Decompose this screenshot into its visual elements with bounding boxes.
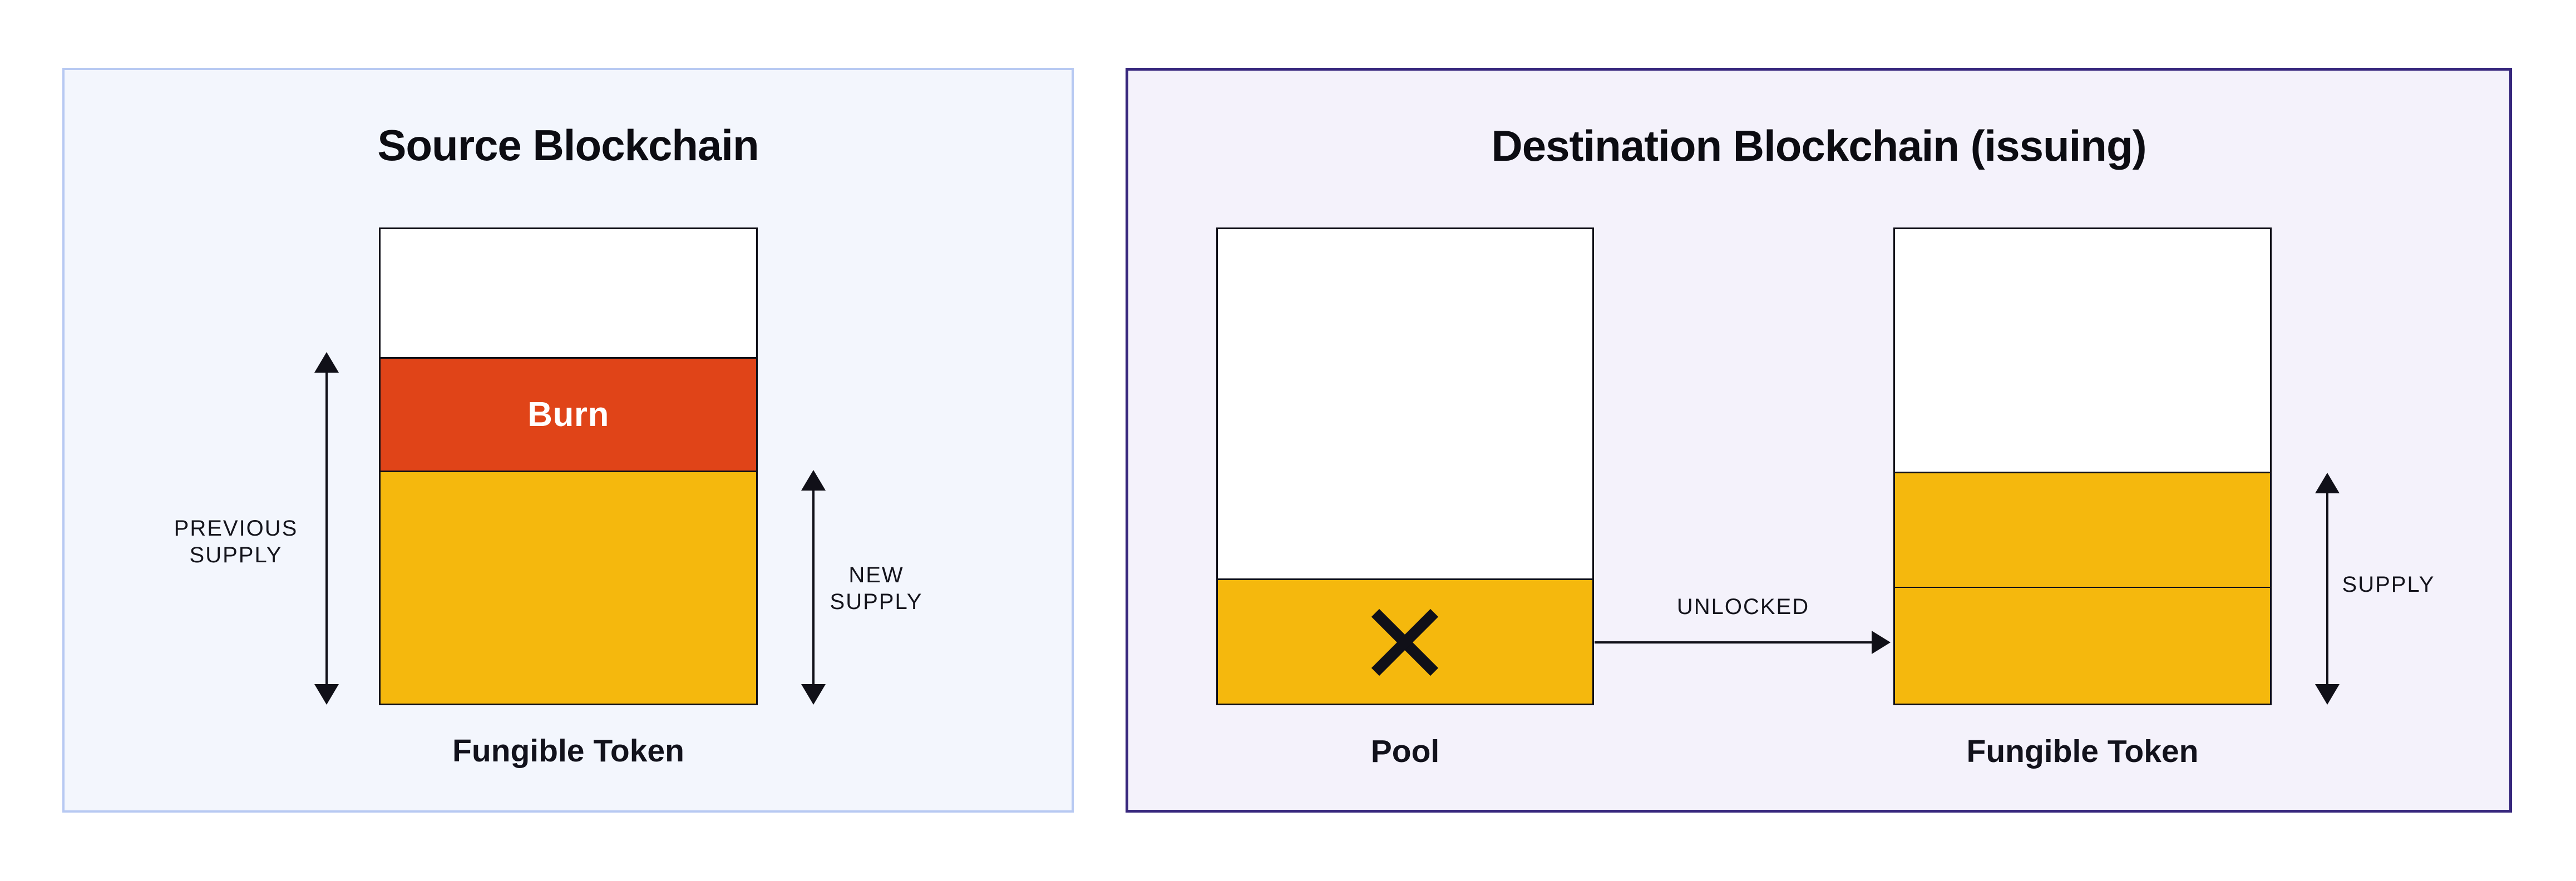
x-cross-icon bbox=[1363, 601, 1447, 684]
supply-label: SUPPLY bbox=[2342, 572, 2435, 597]
source-token-bar-caption: Fungible Token bbox=[452, 733, 684, 769]
previous-supply-label-line1: PREVIOUS bbox=[174, 516, 298, 541]
source-panel-title: Source Blockchain bbox=[377, 121, 759, 170]
new-supply-label: NEW SUPPLY bbox=[793, 562, 960, 615]
destination-token-bar-empty-segment bbox=[1895, 229, 2270, 472]
new-supply-label-line2: SUPPLY bbox=[830, 590, 923, 614]
source-token-bar: Burn bbox=[379, 227, 758, 705]
previous-supply-label: PREVIOUS SUPPLY bbox=[152, 515, 319, 568]
supply-arrow-icon bbox=[2315, 473, 2340, 705]
source-token-bar-burn-segment: Burn bbox=[381, 357, 756, 472]
arrow-shaft bbox=[2326, 488, 2328, 689]
arrow-head-right-icon bbox=[1872, 631, 1891, 654]
pool-bar-empty-segment bbox=[1218, 229, 1592, 578]
destination-token-bar-existing-segment bbox=[1895, 587, 2270, 704]
arrow-shaft bbox=[812, 486, 815, 689]
source-blockchain-panel: Source Blockchain Burn PREVIOUS SUPPLY N… bbox=[62, 68, 1074, 813]
burn-label: Burn bbox=[527, 395, 609, 434]
arrow-shaft bbox=[325, 368, 328, 689]
destination-token-bar bbox=[1893, 227, 2272, 705]
unlocked-arrow-icon bbox=[1595, 631, 1891, 654]
destination-blockchain-panel: Destination Blockchain (issuing) UNLOCKE… bbox=[1126, 68, 2512, 813]
arrow-head-down-icon bbox=[801, 684, 826, 705]
new-supply-arrow-icon bbox=[801, 470, 826, 705]
destination-token-bar-caption: Fungible Token bbox=[1966, 734, 2199, 769]
arrow-head-down-icon bbox=[314, 684, 339, 705]
previous-supply-label-line2: SUPPLY bbox=[189, 543, 283, 567]
source-token-bar-empty-segment bbox=[381, 229, 756, 357]
destination-panel-title: Destination Blockchain (issuing) bbox=[1491, 121, 2146, 170]
pool-bar-caption: Pool bbox=[1370, 734, 1440, 769]
arrow-shaft bbox=[1595, 641, 1875, 644]
unlocked-label: UNLOCKED bbox=[1676, 595, 1810, 619]
pool-bar bbox=[1216, 227, 1594, 705]
arrow-head-down-icon bbox=[2315, 684, 2340, 705]
previous-supply-arrow-icon bbox=[314, 352, 339, 705]
new-supply-label-line1: NEW bbox=[848, 563, 904, 587]
source-token-bar-supply-segment bbox=[381, 472, 756, 704]
destination-token-bar-unlocked-segment bbox=[1895, 472, 2270, 587]
